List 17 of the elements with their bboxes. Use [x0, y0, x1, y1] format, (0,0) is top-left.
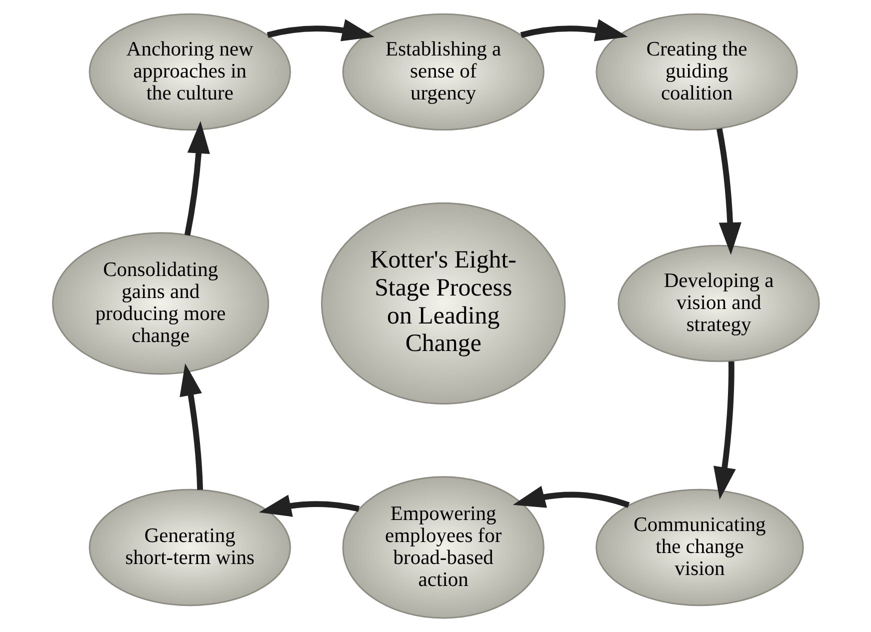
arrow [712, 361, 736, 500]
node-ellipse: Consolidating gains and producing more change [52, 232, 269, 375]
arrow [520, 19, 628, 42]
arrow [512, 486, 630, 508]
arrow [179, 363, 203, 490]
node-ellipse: Generating short-term wins [88, 488, 290, 606]
node-ellipse: Communicating the change vision [595, 488, 804, 606]
node-ellipse: Establishing a sense of urgency [342, 13, 544, 131]
arrow [716, 128, 741, 255]
node-ellipse: Empowering employees for broad-based action [342, 476, 544, 619]
node-ellipse: Kotter's Eight-Stage Process on Leading Change [320, 202, 566, 405]
arrow [258, 494, 360, 517]
node-ellipse: Developing a vision and strategy [617, 244, 820, 362]
node-ellipse: Anchoring new approaches in the culture [88, 13, 290, 131]
arrow [184, 121, 210, 236]
arrow [266, 19, 374, 42]
node-ellipse: Creating the guiding coalition [595, 13, 798, 131]
